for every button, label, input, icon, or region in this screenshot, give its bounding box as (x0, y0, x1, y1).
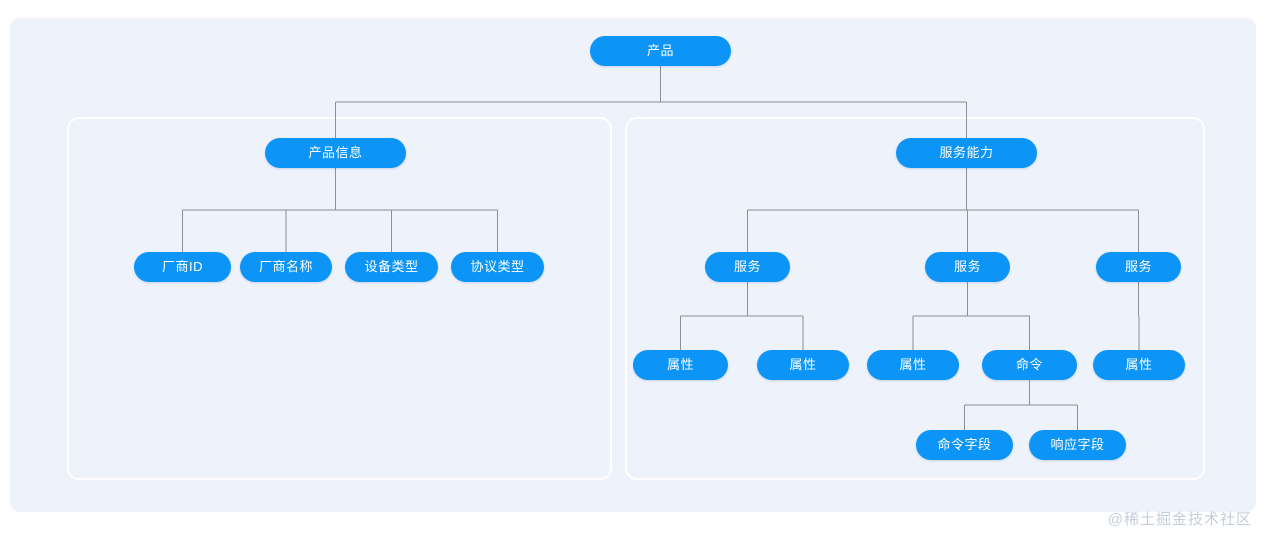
node-vendor-name[interactable]: 厂商名称 (240, 252, 332, 282)
group-service-capability (625, 117, 1205, 480)
node-label: 服务 (953, 259, 981, 274)
node-service-ability[interactable]: 服务能力 (896, 138, 1037, 168)
node-label: 属性 (666, 357, 694, 372)
node-label: 厂商名称 (258, 259, 313, 274)
node-property-3[interactable]: 属性 (867, 350, 959, 380)
node-label: 属性 (1125, 357, 1153, 372)
node-label: 产品信息 (308, 145, 363, 160)
node-command-field[interactable]: 命令字段 (916, 430, 1013, 460)
node-command[interactable]: 命令 (982, 350, 1077, 380)
node-label: 设备类型 (364, 259, 419, 274)
node-label: 命令 (1015, 357, 1043, 372)
node-label: 服务 (733, 259, 761, 274)
node-label: 协议类型 (470, 259, 525, 274)
node-label: 厂商ID (161, 259, 203, 274)
node-label: 服务 (1124, 259, 1152, 274)
node-device-type[interactable]: 设备类型 (345, 252, 438, 282)
node-root[interactable]: 产品 (590, 36, 731, 66)
node-property-4[interactable]: 属性 (1093, 350, 1185, 380)
node-label: 属性 (789, 357, 817, 372)
node-property-1[interactable]: 属性 (633, 350, 728, 380)
watermark: @稀土掘金技术社区 (1107, 511, 1252, 528)
node-label: 属性 (899, 357, 927, 372)
node-service-1[interactable]: 服务 (705, 252, 790, 282)
node-label: 命令字段 (937, 437, 992, 452)
group-product-info (67, 117, 612, 480)
node-protocol-type[interactable]: 协议类型 (451, 252, 544, 282)
node-label: 服务能力 (939, 145, 994, 160)
node-vendor-id[interactable]: 厂商ID (134, 252, 231, 282)
node-product-info[interactable]: 产品信息 (265, 138, 406, 168)
node-response-field[interactable]: 响应字段 (1029, 430, 1126, 460)
node-service-3[interactable]: 服务 (1096, 252, 1181, 282)
node-label: 响应字段 (1050, 437, 1105, 452)
node-service-2[interactable]: 服务 (925, 252, 1010, 282)
node-property-2[interactable]: 属性 (757, 350, 849, 380)
node-label: 产品 (646, 43, 674, 58)
